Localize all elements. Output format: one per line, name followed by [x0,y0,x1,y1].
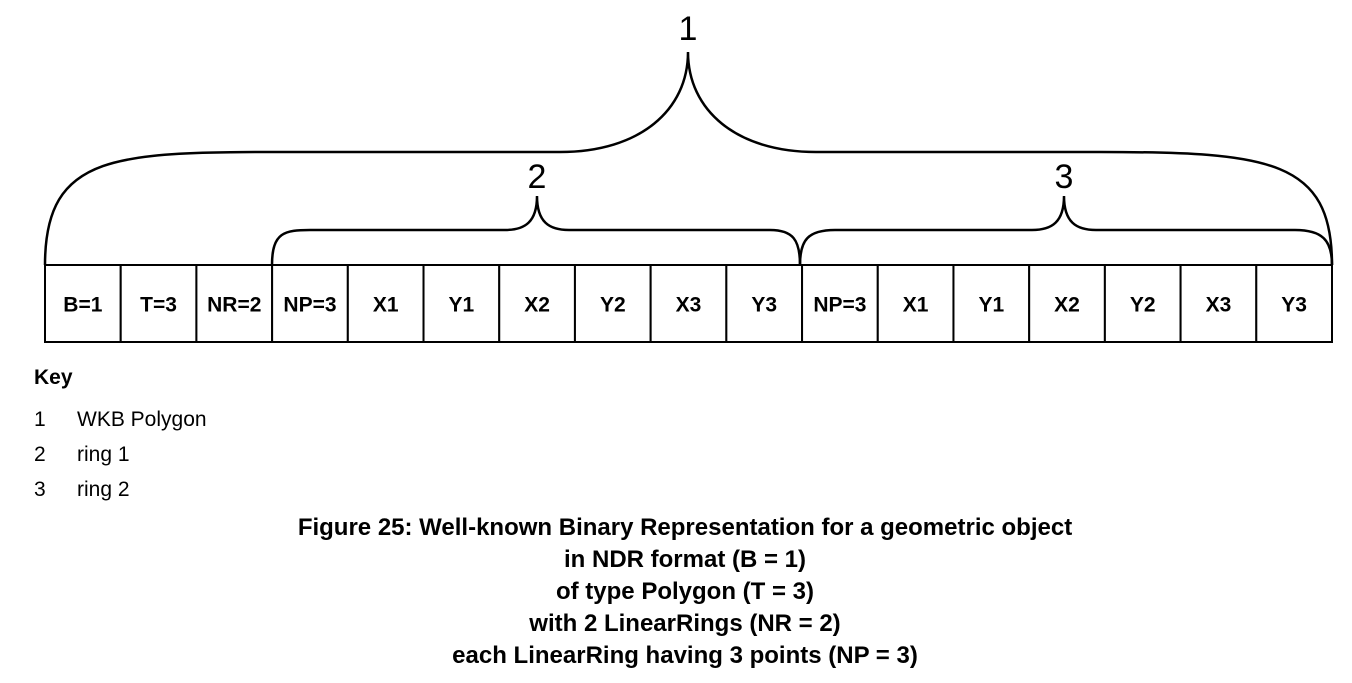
byte-cell-label: X2 [524,294,550,317]
byte-cells: B=1 T=3 NR=2 NP=3 X1 Y1 X2 Y2 X3 Y3 NP=3 X1 Y1 X2 Y2 X3… [44,264,1333,343]
byte-cell-box [119,264,198,343]
byte-cell: Y2 [1103,264,1182,343]
byte-cell: B=1 [44,264,122,343]
byte-cell: NR=2 [195,264,274,343]
key-title: Key [34,366,73,389]
byte-cell: X1 [346,264,425,343]
byte-cell-label: X1 [903,294,929,317]
byte-cell-label: NR=2 [207,294,261,317]
byte-cell-box [876,264,955,343]
brace-2-label: 2 [528,158,547,196]
caption-line: of type Polygon (T = 3) [555,578,814,605]
key-item: 3 ring 2 [34,478,130,502]
byte-cell-label: B=1 [63,294,102,317]
byte-cell-label: Y2 [600,294,626,317]
key-item: 1 WKB Polygon [34,408,207,432]
brace-2 [270,195,802,266]
caption-line: in NDR format (B = 1) [563,546,806,573]
byte-cell-label: Y3 [1281,294,1307,317]
figure-caption: Figure 25: Well-known Binary Representat… [0,512,1352,672]
byte-cell: X2 [498,264,576,343]
byte-cell-box [346,264,425,343]
byte-cell-label: X3 [676,294,702,317]
byte-cell-label: Y2 [1130,294,1156,317]
byte-cell: Y3 [1255,264,1333,343]
byte-cell-label: Y1 [449,294,475,317]
brace-1-label: 1 [679,10,698,48]
key-item-number: 2 [34,443,46,466]
byte-cell: X3 [1179,264,1258,343]
caption-line: Figure 25: Well-known Binary Representat… [297,514,1073,541]
byte-cell-label: NP=3 [813,294,866,317]
byte-cell: Y1 [952,264,1031,343]
caption-line: each LinearRing having 3 points (NP = 3) [452,642,918,669]
key-item: 2 ring 1 [34,443,130,467]
byte-cell-box [195,264,274,343]
byte-cell: NP=3 [801,264,879,343]
byte-cell: Y3 [725,264,804,343]
byte-cell: Y2 [573,264,652,343]
byte-cell: X2 [1028,264,1106,343]
byte-cell-box [649,264,728,343]
byte-cell-box [1179,264,1258,343]
byte-cell-box [573,264,652,343]
byte-cell: T=3 [119,264,198,343]
caption-line: with 2 LinearRings (NR = 2) [529,610,841,637]
brace-1 [43,51,1334,266]
byte-cell-label: X2 [1054,294,1080,317]
byte-cell-label: X3 [1206,294,1232,317]
byte-cell-label: Y3 [751,294,777,317]
brace-3-label: 3 [1055,158,1074,196]
byte-cell-label: T=3 [140,294,177,317]
byte-cell: NP=3 [271,264,349,343]
key-item-text: ring 2 [77,478,130,501]
byte-cell: X3 [649,264,728,343]
byte-cell-box [952,264,1031,343]
key-item-text: ring 1 [77,443,130,466]
byte-cell: Y1 [422,264,501,343]
key-item-number: 3 [34,478,46,501]
key-item-number: 1 [34,408,46,431]
byte-cell-label: X1 [373,294,399,317]
byte-cell-box [422,264,501,343]
wkb-polygon-diagram: 1 2 3 B=1 T=3 NR=2 NP=3 X1 Y1 X2 Y2 X3 Y3 NP=3 X1 Y1… [43,10,1334,343]
byte-cell: X1 [876,264,955,343]
byte-cell-box [725,264,804,343]
byte-cell-box [44,264,122,343]
brace-3 [798,195,1334,266]
byte-cell-box [1028,264,1106,343]
key-item-text: WKB Polygon [77,408,207,431]
byte-cell-box [498,264,576,343]
byte-cell-label: Y1 [978,294,1004,317]
byte-cell-box [1255,264,1333,343]
byte-cell-label: NP=3 [283,294,336,317]
